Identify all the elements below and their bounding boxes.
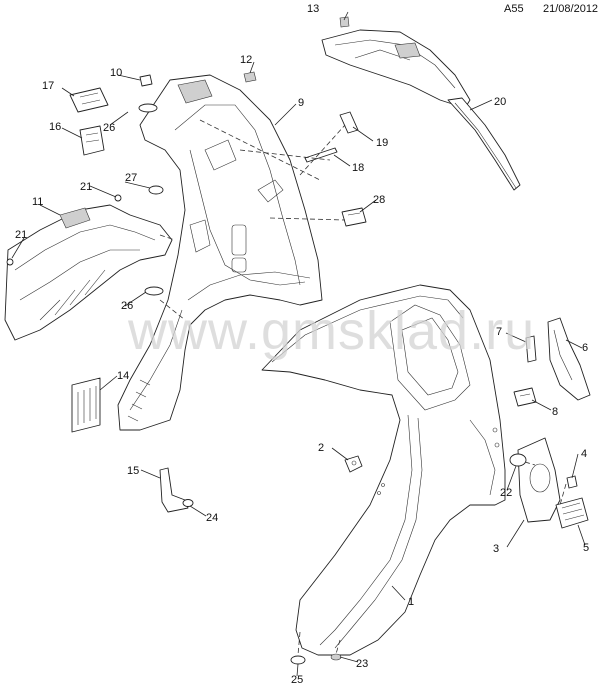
cap-22[interactable] [509, 453, 527, 467]
callout-12: 12 [240, 54, 252, 66]
callout-8: 8 [552, 406, 558, 418]
bracket-17[interactable] [69, 87, 109, 113]
callout-labels: 13 10 17 16 26 12 9 20 19 18 28 27 21 11… [15, 3, 589, 686]
diagram-date: 21/08/2012 [543, 3, 599, 15]
bracket-28[interactable] [341, 207, 367, 227]
callout-1: 1 [408, 596, 414, 608]
rod-18[interactable] [304, 147, 338, 163]
callout-22: 22 [500, 487, 512, 499]
callout-24: 25 [291, 674, 303, 686]
plug-26-upper[interactable] [138, 103, 158, 113]
assembly-lines [159, 119, 567, 656]
callout-17: 17 [42, 80, 54, 92]
leader-lines [11, 11, 586, 677]
nut-21-lower[interactable] [6, 258, 14, 266]
callout-21-upper: 21 [80, 181, 92, 193]
callout-15: 15 [127, 465, 139, 477]
plug-26-lower[interactable] [144, 286, 164, 296]
callout-13: 13 [307, 3, 319, 15]
callout-26-upper: 26 [103, 122, 115, 134]
callout-28: 28 [373, 194, 385, 206]
callout-3: 3 [493, 543, 499, 555]
bracket-16[interactable] [79, 125, 105, 156]
callout-25: 24 [206, 512, 218, 524]
fuel-door-5[interactable] [555, 497, 589, 529]
callout-23: 23 [356, 658, 368, 670]
callout-18: 18 [352, 162, 364, 174]
watermark: www.gmsklad.ru [128, 301, 536, 361]
nut-23[interactable] [330, 653, 342, 661]
callout-10: 10 [110, 67, 122, 79]
callout-16: 16 [49, 121, 61, 133]
bracket-19[interactable] [339, 111, 359, 134]
callout-9: 9 [298, 97, 304, 109]
bracket-7[interactable] [525, 335, 537, 363]
callout-14: 14 [117, 370, 129, 382]
bracket-14[interactable] [71, 377, 101, 433]
plug-24[interactable] [290, 655, 306, 665]
callout-19: 19 [376, 137, 388, 149]
callout-4: 4 [581, 448, 587, 460]
callout-6: 6 [582, 342, 588, 354]
upper-rail-assembly[interactable] [321, 29, 471, 109]
nut-25[interactable] [182, 499, 194, 507]
nut-21-upper[interactable] [114, 194, 122, 202]
quarter-panel-outer[interactable] [261, 284, 506, 656]
callout-26-lower: 26 [121, 300, 133, 312]
callout-20: 20 [494, 96, 506, 108]
diagram-code: A55 [504, 3, 524, 15]
bracket-8[interactable] [513, 387, 537, 407]
callout-5: 5 [583, 542, 589, 554]
fuel-door-housing-3[interactable] [517, 437, 561, 523]
inner-quarter-structure[interactable] [117, 74, 323, 431]
clip-10[interactable] [139, 74, 153, 87]
callout-27: 27 [125, 172, 137, 184]
callout-7: 7 [496, 326, 502, 338]
nut-12[interactable] [243, 71, 257, 83]
bracket-2[interactable] [344, 455, 363, 473]
callout-11: 11 [32, 196, 43, 208]
rail-20[interactable] [447, 97, 521, 191]
clip-27[interactable] [148, 185, 164, 195]
panel-6[interactable] [547, 317, 591, 401]
callout-21-lower: 21 [15, 229, 27, 241]
callout-2: 2 [318, 442, 324, 454]
rear-wheelhouse-panel[interactable] [4, 204, 173, 341]
